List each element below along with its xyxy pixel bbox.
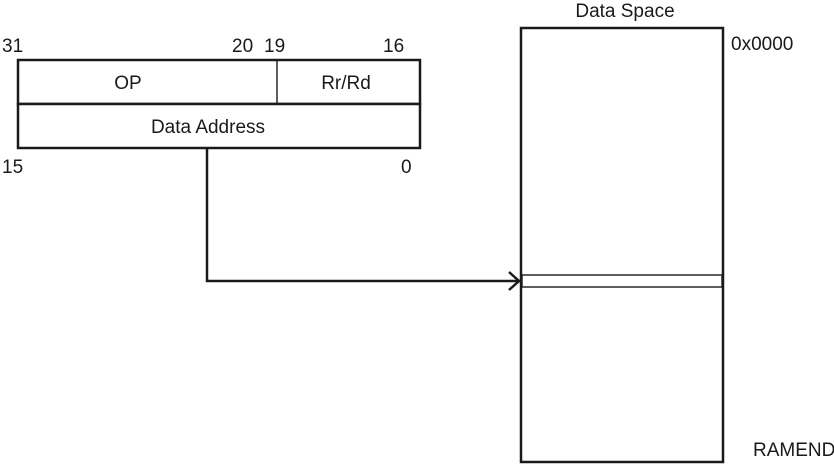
instruction-bottom-word-box [16, 102, 422, 150]
bit-label-0: 0 [401, 157, 412, 178]
bit-label-31: 31 [2, 36, 23, 57]
address-pointer-line [205, 148, 519, 283]
instruction-bottom-word: Data Address [16, 102, 422, 150]
data-space: Data Space 0x0000 RAMEND [519, 1, 834, 464]
address-pointer-arrow [205, 148, 521, 291]
address-pointer-arrowhead [508, 271, 521, 291]
bit-label-20: 20 [232, 36, 253, 57]
op-field-label: OP [114, 73, 141, 94]
bit-label-16: 16 [383, 36, 404, 57]
start-address-label: 0x0000 [731, 34, 793, 55]
bit-label-15: 15 [2, 157, 23, 178]
end-address-label: RAMEND [753, 440, 834, 461]
data-address-field-label: Data Address [151, 117, 265, 138]
bit-label-19: 19 [264, 36, 285, 57]
instruction-top-word-box [16, 58, 422, 106]
instruction-top-word: OP Rr/Rd [16, 58, 422, 106]
reg-field-label: Rr/Rd [321, 73, 371, 94]
addressed-memory-location [521, 274, 723, 288]
data-space-title: Data Space [575, 1, 674, 22]
data-space-box [519, 26, 725, 464]
